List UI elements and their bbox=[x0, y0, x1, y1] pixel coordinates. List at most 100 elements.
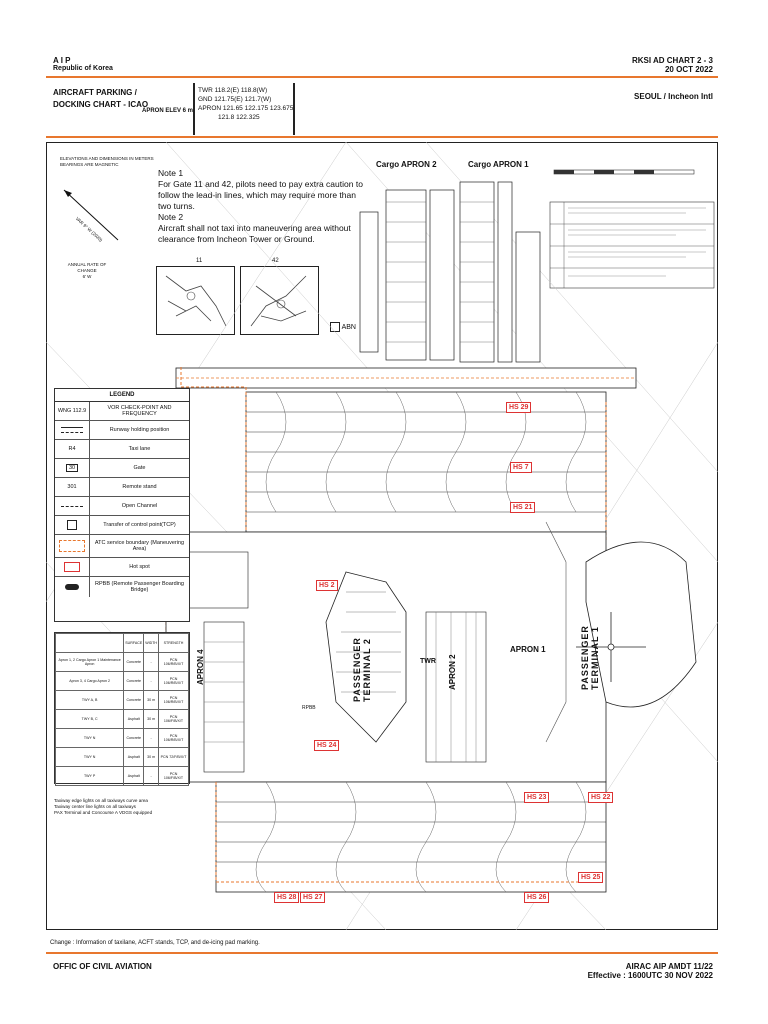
aip-label: A I P bbox=[53, 56, 71, 65]
table-cell: TWY P bbox=[54, 766, 125, 786]
table-header: STRENGTH bbox=[158, 633, 189, 653]
hotspot-21: HS 21 bbox=[510, 502, 536, 513]
legend-title: LEGEND bbox=[55, 389, 189, 402]
magnetic-variation-arrow bbox=[63, 189, 119, 241]
apron-2-label: APRON 2 bbox=[448, 654, 457, 690]
elev-note-line-1: ELEVATIONS AND DIMENSIONS IN METERS bbox=[60, 156, 154, 161]
chart-title-line-1: AIRCRAFT PARKING / bbox=[53, 88, 137, 97]
amdt-label: AIRAC AIP AMDT 11/22 bbox=[625, 962, 713, 971]
passenger-terminal-2-label: PASSENGER TERMINAL 2 bbox=[352, 637, 372, 702]
table-cell: - bbox=[143, 728, 160, 748]
hotspot-24: HS 24 bbox=[314, 740, 340, 751]
gate-inset-diagrams bbox=[156, 266, 319, 335]
abn-text: ABN bbox=[341, 323, 356, 331]
hotspot-28: HS 28 bbox=[274, 892, 300, 903]
legend-label: VOR CHECK-POINT AND FREQUENCY bbox=[107, 405, 172, 417]
change-note: Change : Information of taxilane, ACFT s… bbox=[50, 940, 260, 946]
legend-row: Open Channel bbox=[55, 497, 189, 516]
header-divider-2 bbox=[293, 83, 295, 135]
office-name: OFFIC OF CIVIL AVIATION bbox=[53, 962, 152, 971]
airport-name: SEOUL / Incheon Intl bbox=[634, 92, 713, 101]
chart-id: RKSI AD CHART 2 - 3 bbox=[631, 56, 713, 65]
airport-layout bbox=[46, 142, 718, 930]
table-cell: Asphalt bbox=[123, 709, 145, 729]
hotspot-23: HS 23 bbox=[524, 792, 550, 803]
frequency-block: TWR 118.2(E) 118.8(W) GND 121.75(E) 121.… bbox=[198, 86, 293, 122]
table-cell: TWY A, B bbox=[54, 690, 125, 710]
freq-gnd: GND 121.75(E) 121.7(W) bbox=[198, 96, 272, 103]
hotspot-7: HS 7 bbox=[510, 462, 532, 473]
tcp-icon bbox=[55, 516, 90, 534]
legend: LEGEND WNG 112.9 VOR CHECK-POINT AND FRE… bbox=[54, 388, 190, 622]
table-cell: PCN 106/F/B/X/T bbox=[158, 766, 189, 786]
annual-rate: ANNUAL RATE OF CHANGE 6' W bbox=[62, 262, 112, 280]
header-rule bbox=[46, 76, 718, 78]
chart-title-line-2: DOCKING CHART - ICAO bbox=[53, 100, 149, 109]
table-header bbox=[54, 633, 125, 653]
legend-label: Gate bbox=[133, 465, 146, 471]
taxi-lane-icon: R4 bbox=[55, 440, 90, 458]
legend-label: Runway holding position bbox=[109, 427, 170, 433]
legend-row: Hot spot bbox=[55, 558, 189, 577]
remote-stand-icon: 301 bbox=[55, 478, 90, 496]
table-cell: Concrete bbox=[123, 728, 145, 748]
hotspot-25: HS 25 bbox=[578, 872, 604, 883]
table-cell: Apron 1, 2 Cargo Apron 1 Maintenance Apr… bbox=[54, 652, 125, 672]
table-cell: TWY N bbox=[54, 728, 125, 748]
effective-date: Effective : 1600UTC 30 NOV 2022 bbox=[587, 971, 713, 980]
legend-label: Open Channel bbox=[121, 503, 158, 509]
table-cell: - bbox=[143, 652, 160, 672]
note1-title: Note 1 bbox=[158, 168, 184, 178]
table-cell: 30 m bbox=[143, 747, 160, 767]
surface-strength-table: SURFACE WIDTH STRENGTH Apron 1, 2 Cargo … bbox=[54, 632, 190, 786]
hotspot-26: HS 26 bbox=[524, 892, 550, 903]
hotspot-29: HS 29 bbox=[506, 402, 532, 413]
legend-symbol-text: 30 bbox=[65, 464, 79, 472]
legend-label: Hot spot bbox=[129, 564, 150, 570]
legend-label: ATC service boundary (Maneuvering Area) bbox=[94, 540, 185, 552]
hotspot-22: HS 22 bbox=[588, 792, 614, 803]
rpbb-icon bbox=[55, 577, 90, 597]
note2-title: Note 2 bbox=[158, 212, 184, 222]
rpbb-label: RPBB bbox=[302, 705, 316, 711]
scale-bar bbox=[553, 169, 695, 175]
legend-row: R4 Taxi lane bbox=[55, 440, 189, 459]
apron-1-label: APRON 1 bbox=[510, 645, 546, 654]
freq-twr: TWR 118.2(E) 118.8(W) bbox=[198, 87, 268, 94]
vor-checkpoint-icon: WNG 112.9 bbox=[55, 402, 90, 420]
legend-row: RPBB (Remote Passenger Boarding Bridge) bbox=[55, 577, 189, 597]
header-divider bbox=[193, 83, 195, 135]
freq-apron-2: 121.8 122.325 bbox=[218, 114, 260, 121]
table-cell: Concrete bbox=[123, 652, 145, 672]
surface-footnotes: Taxiway edge lights on all taxiways curv… bbox=[54, 798, 152, 816]
legend-row: 30 Gate bbox=[55, 459, 189, 478]
elevation-note: ELEVATIONS AND DIMENSIONS IN METERS BEAR… bbox=[60, 156, 154, 168]
surface-footnote-1: Taxiway edge lights on all taxiways curv… bbox=[54, 798, 148, 803]
hotspot-2: HS 2 bbox=[316, 580, 338, 591]
tower-label: TWR bbox=[420, 658, 436, 665]
table-header: SURFACE bbox=[123, 633, 145, 653]
surface-footnote-2: Taxiway center line lights on all taxiwa… bbox=[54, 804, 136, 809]
hotspot-27: HS 27 bbox=[300, 892, 326, 903]
chart-frame bbox=[46, 142, 718, 930]
note2-text: Aircraft shall not taxi into maneuvering… bbox=[158, 223, 351, 244]
table-cell: PCN 106/R/B/X/T bbox=[158, 690, 189, 710]
table-cell: - bbox=[143, 671, 160, 691]
open-channel-icon bbox=[55, 497, 90, 515]
elev-note-line-2: BEARINGS ARE MAGNETIC bbox=[60, 162, 119, 167]
header-rule-2 bbox=[46, 136, 718, 138]
annual-rate-line-2: 6' W bbox=[82, 274, 92, 279]
footer-rule bbox=[46, 952, 718, 954]
cargo-apron-2-label: Cargo APRON 2 bbox=[376, 160, 437, 169]
table-cell: PCN 106/F/B/X/T bbox=[158, 709, 189, 729]
atc-boundary-icon bbox=[55, 535, 90, 557]
legend-label: RPBB (Remote Passenger Boarding Bridge) bbox=[95, 581, 184, 593]
legend-row: Runway holding position bbox=[55, 421, 189, 440]
country-label: Republic of Korea bbox=[53, 65, 113, 72]
passenger-terminal-1-label: PASSENGER TERMINAL 1 bbox=[580, 625, 600, 690]
holding-position-icon bbox=[55, 421, 90, 439]
table-cell: Asphalt bbox=[123, 766, 145, 786]
